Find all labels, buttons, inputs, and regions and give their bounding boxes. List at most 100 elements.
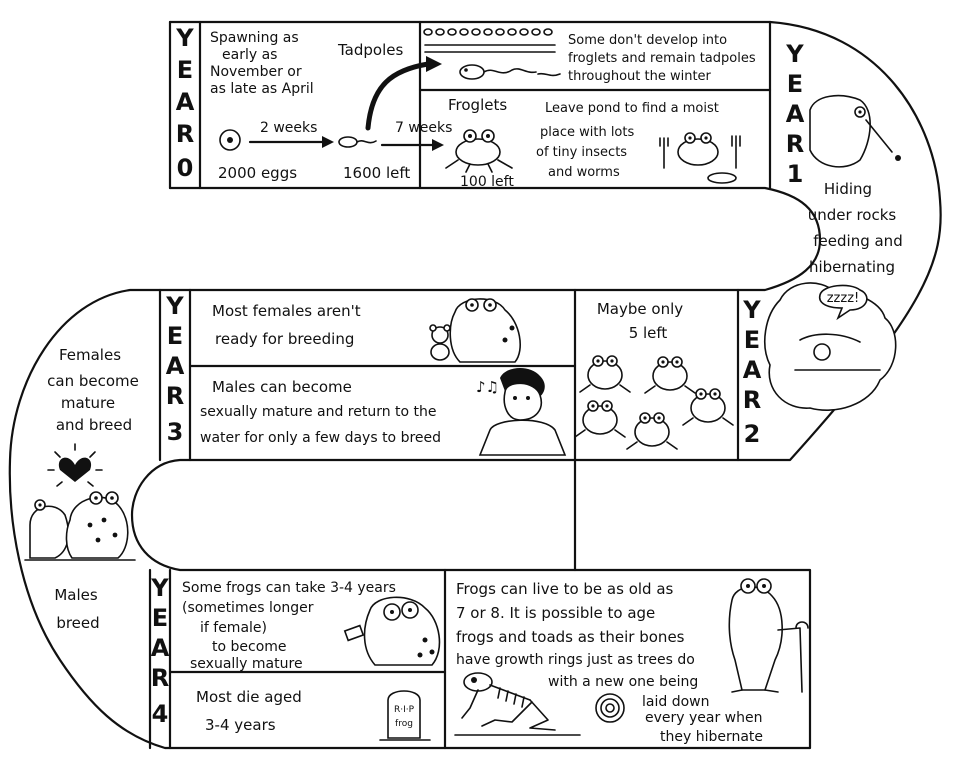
frog-skeleton-icon xyxy=(454,672,581,736)
live-old-line1: Frogs can live to be as old as xyxy=(456,580,674,598)
elderly-frog-with-cane-icon xyxy=(728,578,809,693)
maybe-line2: 5 left xyxy=(629,324,668,342)
year1-letter-e: E xyxy=(787,70,803,98)
year0-band: Y E A R 0 Spawning as early as November … xyxy=(175,20,772,190)
rock-frog-icon xyxy=(809,94,901,168)
year4-letter-y: Y xyxy=(150,574,169,602)
singing-male-frog-icon: ♪♫ xyxy=(476,367,567,456)
tadpole-icon xyxy=(338,136,377,148)
some-dont-line1: Some don't develop into xyxy=(568,33,727,48)
tadpoles-count: 1600 left xyxy=(343,164,410,182)
froglets-count: 100 left xyxy=(460,174,514,190)
year3-letter-3: 3 xyxy=(167,418,184,446)
leave-pond-line4: and worms xyxy=(548,165,620,180)
year4-letter-a: A xyxy=(151,634,170,662)
live-old-line2: 7 or 8. It is possible to age xyxy=(456,604,655,622)
most-die-line1: Most die aged xyxy=(196,688,302,706)
gravestone-icon xyxy=(379,690,431,741)
maybe-line1: Maybe only xyxy=(597,300,683,318)
year3-letter-e: E xyxy=(167,322,183,350)
zzzz-bubble: zzzz! xyxy=(827,291,860,306)
spawning-line3: November or xyxy=(210,64,302,80)
live-old-line3: frogs and toads as their bones xyxy=(456,628,685,646)
year4-letter-r: R xyxy=(151,664,169,692)
some-frogs-line2: (sometimes longer xyxy=(182,600,314,616)
year1-label: Y E A R 1 xyxy=(785,40,804,188)
hiding-line3: feeding and xyxy=(813,232,902,250)
some-frogs-line1: Some frogs can take 3-4 years xyxy=(182,580,396,596)
hibernating-rocks-icon xyxy=(764,282,897,411)
year2-letter-y: Y xyxy=(742,296,761,324)
year1-letter-1: 1 xyxy=(787,160,804,188)
males-mature-line3: water for only a few days to breed xyxy=(200,430,441,446)
females-not-ready-line1: Most females aren't xyxy=(212,302,361,320)
year2-letter-r: R xyxy=(743,386,761,414)
year3-label: Y E A R 3 xyxy=(165,292,184,446)
year0-letter-a: A xyxy=(176,88,195,116)
year4-letter-4: 4 xyxy=(152,700,169,728)
spawning-line4: as late as April xyxy=(210,81,314,97)
year2-letter-e: E xyxy=(744,326,760,354)
leave-pond-line1: Leave pond to find a moist xyxy=(545,101,719,116)
year2-band: Maybe only 5 left xyxy=(573,288,762,462)
music-note-icon: ♪♫ xyxy=(476,378,499,396)
year2-letter-2: 2 xyxy=(744,420,761,448)
leave-pond-line2: place with lots xyxy=(540,125,634,140)
some-frogs-line5: sexually mature xyxy=(190,656,303,672)
live-old-line4: have growth rings just as trees do xyxy=(456,652,695,668)
track-inner-top xyxy=(168,186,822,292)
year0-letter-0: 0 xyxy=(177,154,194,182)
hiding-line1: Hiding xyxy=(824,180,872,198)
year0-label: Y E A R 0 xyxy=(175,24,194,182)
year4-label: Y E A R 4 xyxy=(150,574,169,728)
females-mature-line2: can become xyxy=(47,372,139,390)
year2-label: Y E A R 2 xyxy=(742,296,761,448)
year0-letter-r: R xyxy=(176,120,194,148)
egg-icon xyxy=(219,129,241,151)
froglet-icon xyxy=(445,129,513,173)
year1-letter-r: R xyxy=(786,130,804,158)
males-mature-line2: sexually mature and return to the xyxy=(200,404,437,420)
year3-letter-y: Y xyxy=(165,292,184,320)
hiding-line2: under rocks xyxy=(808,206,897,224)
spawning-line1: Spawning as xyxy=(210,30,299,46)
year2-letter-a: A xyxy=(743,356,762,384)
pond-water-icon xyxy=(423,28,556,53)
year0-letter-y: Y xyxy=(175,24,194,52)
year3-letter-a: A xyxy=(166,352,185,380)
some-frogs-line3: if female) xyxy=(200,620,267,636)
two-weeks-label: 2 weeks xyxy=(260,120,317,136)
winter-tadpole-icon xyxy=(459,64,561,80)
year0-letter-e: E xyxy=(177,56,193,84)
year1-letter-a: A xyxy=(786,100,805,128)
old-frog-with-inhaler-icon xyxy=(343,596,441,666)
rip-frog-text: frog xyxy=(395,719,413,729)
males-breed-line1: Males xyxy=(54,586,98,604)
growth-rings-icon xyxy=(595,693,625,723)
males-breed-line2: breed xyxy=(56,614,99,632)
leave-pond-line3: of tiny insects xyxy=(536,145,627,160)
live-old-line8: they hibernate xyxy=(660,729,763,745)
froglets-label: Froglets xyxy=(448,96,507,114)
most-die-line2: 3-4 years xyxy=(205,716,276,734)
tadpoles-label: Tadpoles xyxy=(337,41,403,59)
females-mature-line4: and breed xyxy=(56,416,132,434)
heart-icon xyxy=(47,443,103,487)
female-frog-teddy-icon xyxy=(429,298,521,363)
year4-band: Y E A R 4 Some frogs can take 3-4 years … xyxy=(148,568,809,750)
breeding-frogs-icon xyxy=(24,491,136,561)
year1-letter-y: Y xyxy=(785,40,804,68)
track-inner-bottom xyxy=(130,458,577,572)
dining-frog-icon xyxy=(659,132,741,184)
five-frogs-icon xyxy=(574,355,734,450)
hiding-line4: hibernating xyxy=(809,258,895,276)
year3-letter-r: R xyxy=(166,382,184,410)
year4-letter-e: E xyxy=(152,604,168,632)
live-old-line6: laid down xyxy=(642,694,709,710)
seven-weeks-label: 7 weeks xyxy=(395,120,452,136)
some-dont-line3: throughout the winter xyxy=(568,69,712,84)
live-old-line5: with a new one being xyxy=(548,674,698,690)
middle-curve: Females can become mature and breed Male… xyxy=(24,346,139,632)
females-mature-line1: Females xyxy=(59,346,121,364)
